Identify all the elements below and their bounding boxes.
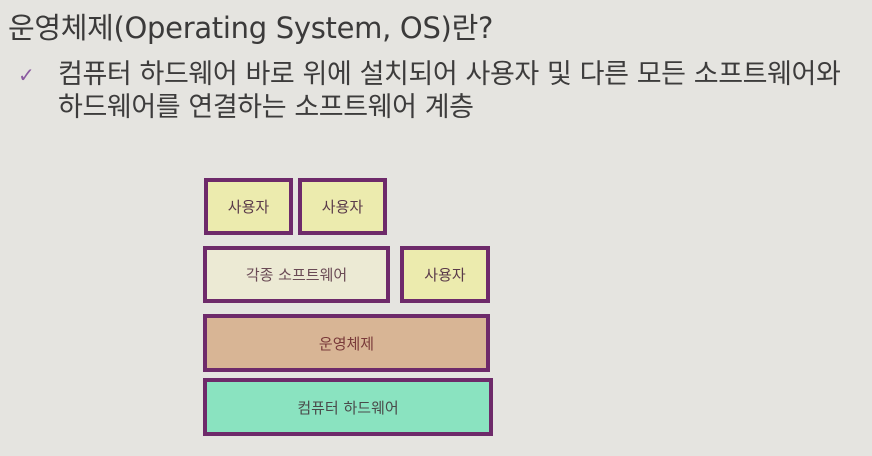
- user-box-3: 사용자: [400, 246, 490, 303]
- user-box-1: 사용자: [204, 178, 293, 235]
- user-box-2: 사용자: [298, 178, 387, 235]
- hardware-box: 컴퓨터 하드웨어: [203, 378, 493, 436]
- bullet-text: 컴퓨터 하드웨어 바로 위에 설치되어 사용자 및 다른 모든 소프트웨어와 하…: [58, 59, 841, 123]
- os-box: 운영체제: [203, 314, 490, 372]
- software-box: 각종 소프트웨어: [203, 246, 390, 303]
- slide-title: 운영체제(Operating System, OS)란?: [8, 11, 494, 45]
- checkmark-icon: ✓: [18, 63, 35, 87]
